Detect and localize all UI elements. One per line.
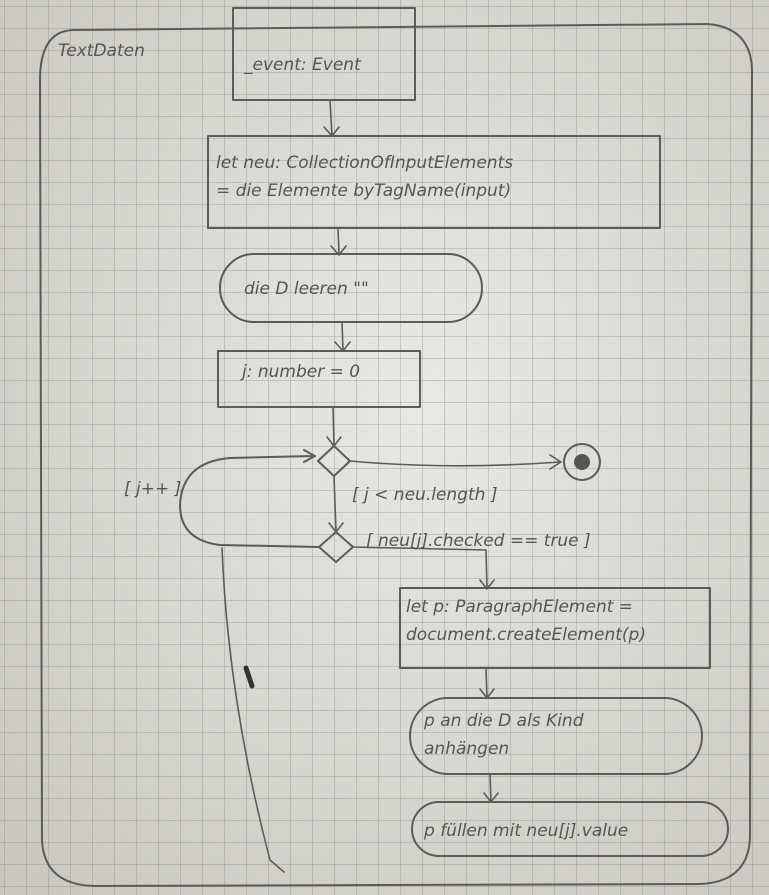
checked-decision-diamond — [318, 531, 354, 563]
guard-checked-condition: [ neu[j].checked == true ] — [366, 531, 591, 551]
clear-label: die D leeren "" — [244, 279, 369, 299]
pencil-smudge — [243, 665, 255, 689]
loop-back-edge — [179, 449, 320, 548]
start-label: _event: Event — [243, 55, 362, 75]
arrow-create-to-append — [479, 667, 495, 699]
append-action-node — [409, 697, 703, 775]
frame-title: TextDaten — [58, 41, 145, 61]
diagram-frame — [39, 23, 753, 887]
arrow-check-to-create — [352, 546, 495, 590]
fill-label: p füllen mit neu[j].value — [423, 821, 628, 841]
init-counter-box — [217, 350, 421, 408]
fill-action-node — [411, 801, 729, 857]
append-line1: p an die D als Kind — [423, 711, 584, 731]
collect-line2: = die Elemente byTagName(input) — [216, 181, 511, 201]
collect-line1: let neu: CollectionOfInputElements — [216, 153, 513, 173]
start-parameter-box — [232, 7, 416, 101]
append-line2: anhängen — [424, 739, 509, 759]
skip-edge — [221, 547, 285, 873]
loop-decision-diamond — [317, 445, 351, 477]
activity-final-node — [563, 443, 601, 481]
create-paragraph-box — [399, 587, 711, 669]
create-p-line1: let p: ParagraphElement = — [406, 597, 633, 617]
arrow-start-to-collect — [323, 99, 340, 137]
guard-increment: [ j++ ] — [124, 479, 181, 499]
clear-action-node — [219, 253, 483, 323]
arrow-append-to-fill — [483, 773, 499, 803]
arrow-init-to-decision — [326, 406, 342, 447]
arrow-to-final-node — [349, 454, 562, 470]
activity-final-node-dot — [574, 454, 590, 470]
collect-inputs-box — [207, 135, 661, 229]
guard-loop-condition: [ j < neu.length ] — [352, 485, 497, 505]
arrow-collect-to-clear — [330, 227, 347, 256]
arrow-clear-to-init — [334, 321, 351, 352]
create-p-line2: document.createElement(p) — [406, 625, 646, 645]
arrow-decision-to-check — [328, 475, 344, 533]
init-label: j: number = 0 — [240, 362, 360, 382]
